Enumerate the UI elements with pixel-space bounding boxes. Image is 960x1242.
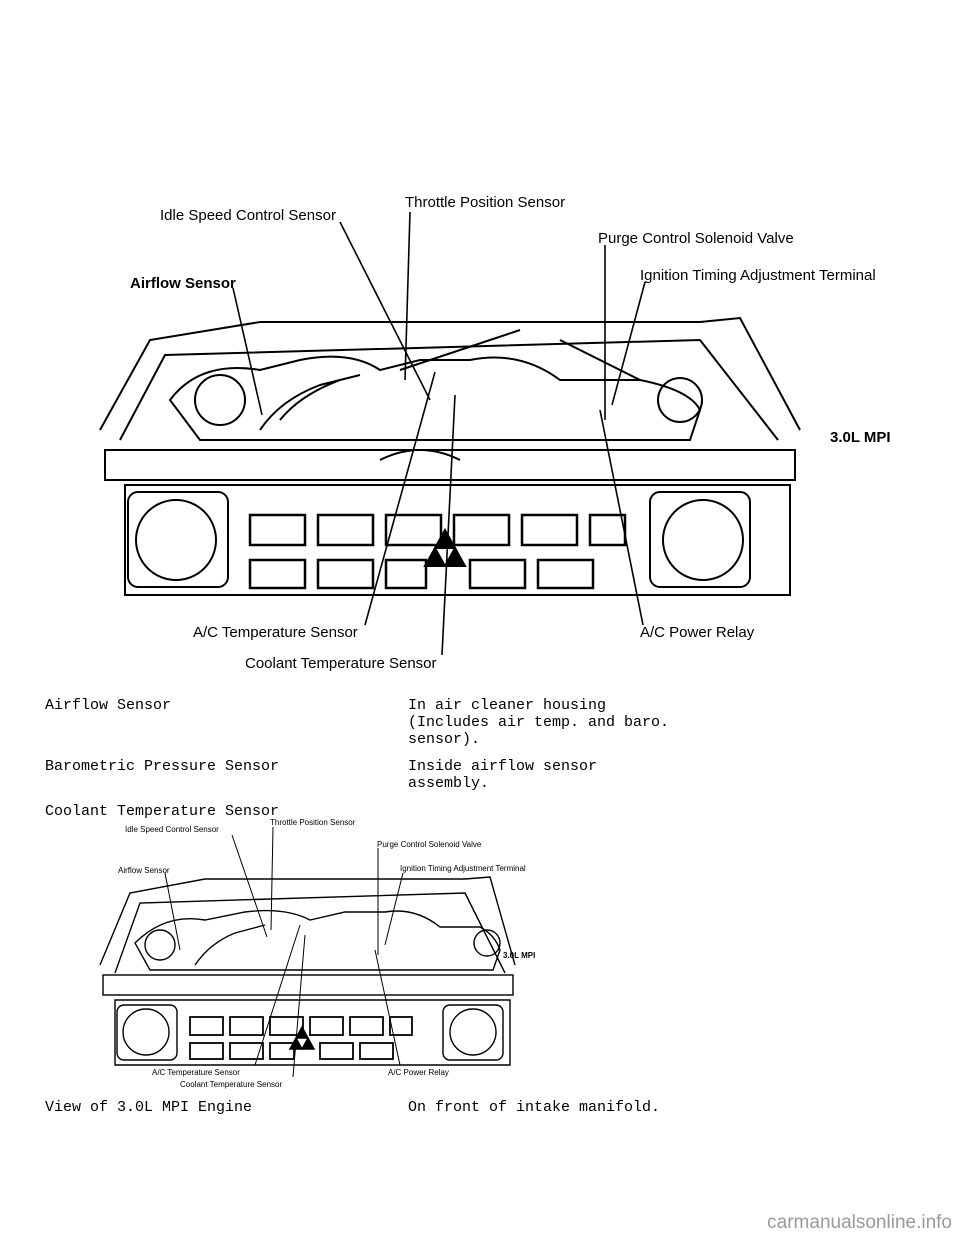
label-airflow: Airflow Sensor [130,275,236,292]
small-label-ac-temp: A/C Temperature Sensor [152,1068,240,1077]
small-label-coolant: Coolant Temperature Sensor [180,1080,282,1089]
small-label-ignition: Ignition Timing Adjustment Terminal [400,864,526,873]
small-label-throttle: Throttle Position Sensor [270,818,356,827]
label-throttle: Throttle Position Sensor [405,194,565,211]
label-engine: 3.0L MPI [830,429,891,446]
small-label-airflow: Airflow Sensor [118,866,170,875]
small-label-idle-speed: Idle Speed Control Sensor [125,825,219,834]
diagram-caption: View of 3.0L MPI Engine [45,1099,253,1116]
row-airflow-location: In air cleaner housing (Includes air tem… [408,697,670,748]
callout-labels-small: Idle Speed Control Sensor Throttle Posit… [118,818,535,1089]
engine-bay-drawing-small [99,876,516,1066]
engine-diagram-large: Idle Speed Control Sensor Throttle Posit… [99,194,891,672]
leader-lines [232,211,646,656]
row-baro-component: Barometric Pressure Sensor [45,758,280,775]
row-airflow-component: Airflow Sensor [45,697,172,714]
label-ac-relay: A/C Power Relay [640,624,755,641]
small-label-ac-relay: A/C Power Relay [388,1068,449,1077]
row-baro-location: Inside airflow sensor assembly. [408,758,598,792]
coolant-location: On front of intake manifold. [408,1099,661,1116]
label-idle-speed: Idle Speed Control Sensor [160,207,336,224]
label-coolant: Coolant Temperature Sensor [245,655,437,672]
label-ac-temp: A/C Temperature Sensor [193,624,358,641]
leader-lines-small [164,826,404,1078]
callout-labels: Idle Speed Control Sensor Throttle Posit… [130,194,891,672]
label-ignition: Ignition Timing Adjustment Terminal [640,267,876,284]
row-coolant-component: Coolant Temperature Sensor [45,803,280,820]
engine-diagram-small: Idle Speed Control Sensor Throttle Posit… [99,818,535,1089]
small-label-engine: 3.0L MPI [503,951,535,960]
watermark: carmanualsonline.info [767,1212,952,1233]
engine-bay-drawing [99,316,801,596]
small-label-purge: Purge Control Solenoid Valve [377,840,482,849]
label-purge: Purge Control Solenoid Valve [598,230,794,247]
